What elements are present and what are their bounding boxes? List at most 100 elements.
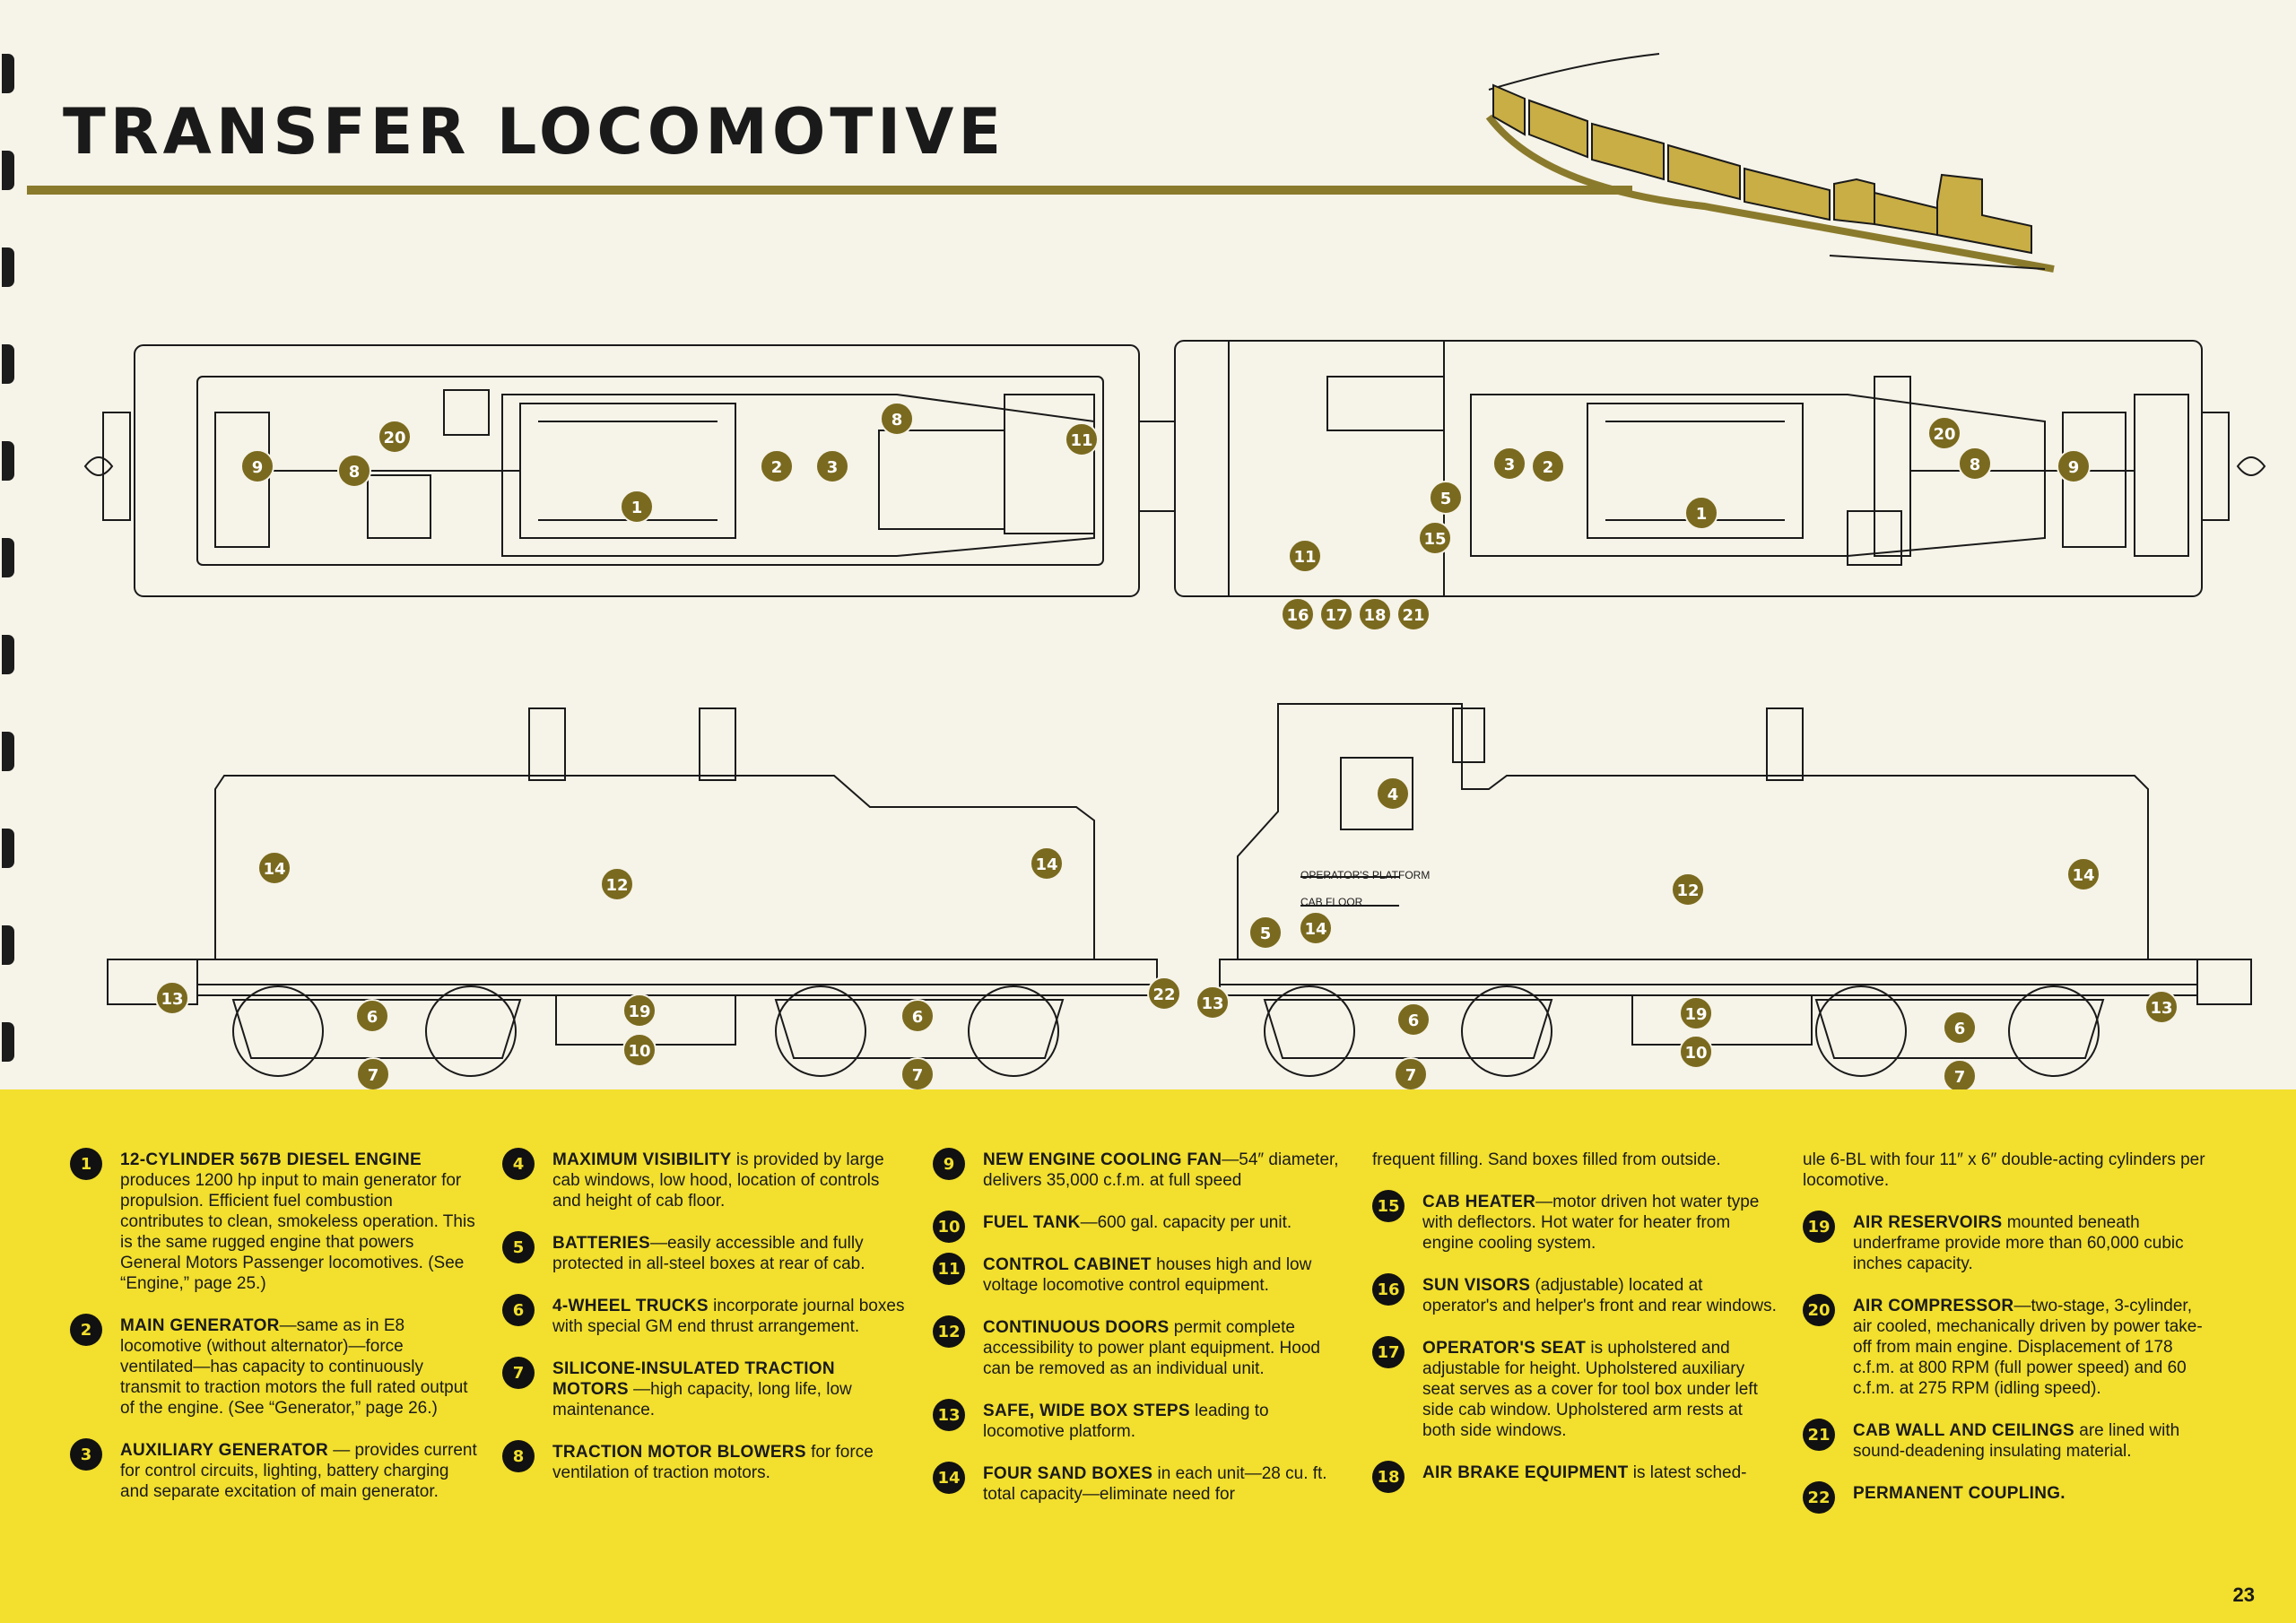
callout-marker (240, 449, 274, 483)
legend-item-text: —same as in E8 locomotive (without alter… (120, 1316, 468, 1418)
legend-item-heading: PERMANENT COUPLING. (1853, 1484, 2066, 1503)
callout-number: 3 (1504, 456, 1516, 474)
callout-marker (337, 454, 371, 488)
legend-item-number: 1 (70, 1148, 102, 1180)
legend-item-heading: AIR RESERVOIRS (1853, 1213, 2003, 1232)
legend-item-text: permit complete accessibility to power p… (983, 1318, 1320, 1378)
binding-ring (2, 1022, 14, 1062)
callout-marker (1288, 539, 1322, 573)
callout-marker (155, 981, 189, 1015)
callout-marker (1671, 872, 1705, 907)
binding-ring (2, 538, 14, 577)
callout-marker (2066, 857, 2100, 891)
callout-number: 20 (1933, 425, 1955, 444)
callout-marker (900, 999, 935, 1033)
callout-marker (1679, 996, 1713, 1030)
binding-ring (2, 151, 14, 190)
callout-marker (1319, 597, 1353, 631)
callout-number: 18 (1363, 606, 1386, 625)
legend-item-number: 19 (1803, 1211, 1835, 1243)
legend-item-number: 22 (1803, 1481, 1835, 1514)
train-illustration (1485, 53, 2055, 273)
elevation-truck-left-a (231, 985, 522, 1077)
legend-continuation: frequent filling. Sand boxes filled from… (1372, 1150, 1721, 1169)
callout-marker (1958, 447, 1992, 481)
legend-item-text: is latest sched- (1628, 1463, 1747, 1482)
legend-item-number: 2 (70, 1314, 102, 1346)
callout-marker (1684, 496, 1718, 530)
callout-number: 12 (605, 876, 628, 895)
legend-item-number: 4 (502, 1148, 535, 1180)
callout-number: 11 (1293, 548, 1316, 567)
legend-item-number: 6 (502, 1294, 535, 1326)
legend-item-text: —motor driven hot water type with deflec… (1422, 1193, 1760, 1253)
callout-marker (880, 402, 914, 436)
legend-item-heading: 4-WHEEL TRUCKS (552, 1297, 709, 1315)
elevation-view: OPERATOR'S PLATFORM CAB FLOOR (107, 703, 2252, 1077)
callout-marker (600, 867, 634, 901)
callout-number: 7 (1954, 1068, 1966, 1087)
callout-marker (1943, 1011, 1977, 1045)
callout-number: 8 (349, 463, 361, 482)
callout-marker (1299, 911, 1333, 945)
callout-marker (1492, 447, 1526, 481)
elevation-truck-right-a (1263, 985, 1553, 1077)
legend-item-text: are lined with sound-deadening insulatin… (1853, 1421, 2180, 1461)
callout-marker (622, 994, 657, 1028)
legend-item-number: 15 (1372, 1190, 1405, 1222)
legend-item-text: in each unit—28 cu. ft. total capacity—e… (983, 1464, 1327, 1504)
legend-item-heading: 12-CYLINDER 567B DIESEL ENGINE (120, 1150, 422, 1169)
callout-marker (1429, 481, 1463, 515)
callout-number: 14 (1035, 855, 1057, 874)
callout-marker (1147, 976, 1181, 1011)
callout-number: 13 (161, 990, 183, 1009)
callout-number: 7 (368, 1066, 379, 1085)
callout-number: 21 (1402, 606, 1424, 625)
callout-marker (1679, 1035, 1713, 1069)
legend-item-text: is provided by large cab windows, low ho… (552, 1150, 884, 1211)
callout-marker (620, 490, 654, 524)
legend-item-number: 13 (933, 1399, 965, 1431)
legend-item-heading: SILICONE-INSULATED TRACTION MOTORS (552, 1359, 835, 1399)
callout-marker (760, 449, 794, 483)
legend-item-number: 14 (933, 1462, 965, 1494)
callout-number: 20 (383, 429, 405, 447)
callout-number: 4 (1387, 785, 1399, 804)
callout-number: 3 (827, 458, 839, 477)
callout-marker (1418, 521, 1452, 555)
callout-marker (1531, 449, 1565, 483)
callout-number: 14 (1304, 920, 1326, 939)
callout-number: 13 (1201, 994, 1223, 1013)
legend-item: 4 MAXIMUM VISIBILITY is provided by large… (502, 1148, 910, 1211)
legend-item-text: —two-stage, 3-cylinder, air cooled, mech… (1853, 1297, 2203, 1398)
callout-number: 6 (367, 1008, 378, 1027)
callout-number: 19 (628, 1002, 650, 1021)
callout-number: 9 (2068, 458, 2080, 477)
callout-marker (1196, 985, 1230, 1020)
callout-number: 14 (2072, 866, 2094, 885)
operators-platform-label: OPERATOR'S PLATFORM (1300, 869, 1430, 881)
callout-number: 12 (1676, 881, 1699, 900)
legend-item-text: — provides current for control circuits,… (120, 1441, 477, 1501)
callout-marker (1376, 777, 1410, 811)
page-title: TRANSFER LOCOMOTIVE (63, 95, 1006, 169)
legend-item-heading: MAXIMUM VISIBILITY (552, 1150, 732, 1169)
callout-marker (1248, 916, 1283, 950)
cab-floor-label: CAB FLOOR (1300, 896, 1363, 908)
legend-item-text: —high capacity, long life, low maintenan… (552, 1380, 852, 1419)
legend-item-text: leading to locomotive platform. (983, 1402, 1269, 1441)
